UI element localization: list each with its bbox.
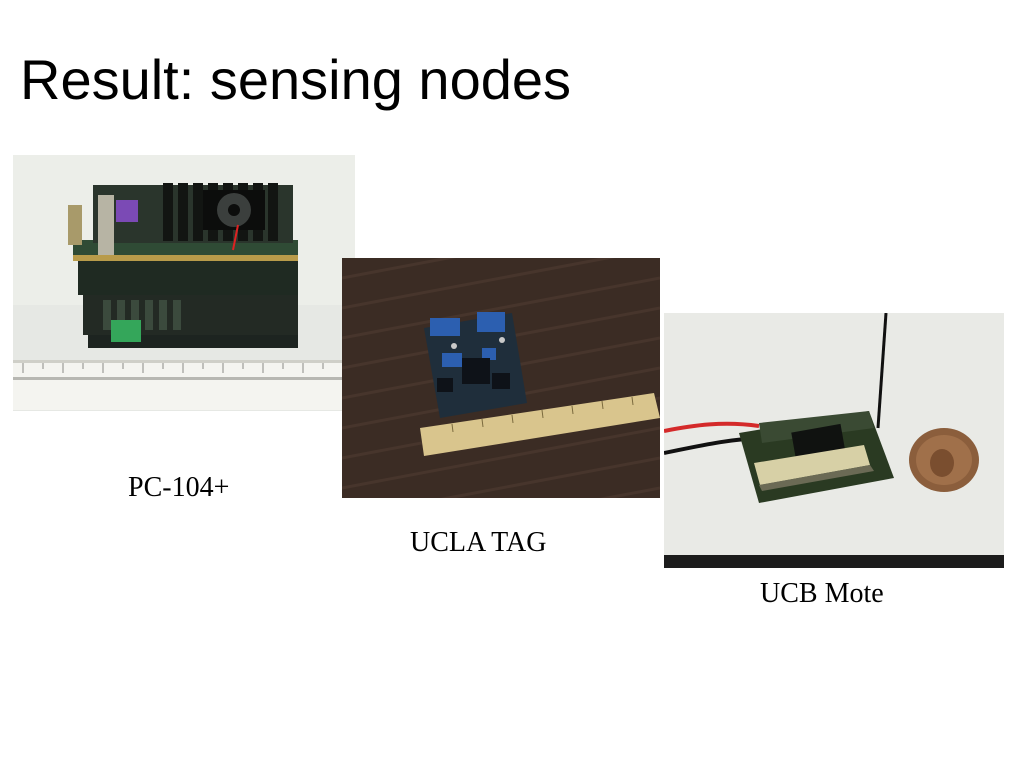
ucla-tag-photo [342, 258, 660, 498]
ucb-mote-photo [664, 313, 1004, 568]
ucb-mote-caption: UCB Mote [760, 578, 884, 609]
slide-title: Result: sensing nodes [20, 48, 572, 111]
ucla-tag-caption: UCLA TAG [410, 527, 547, 558]
pc104-caption: PC-104+ [128, 472, 230, 503]
pc104-photo [13, 155, 355, 411]
